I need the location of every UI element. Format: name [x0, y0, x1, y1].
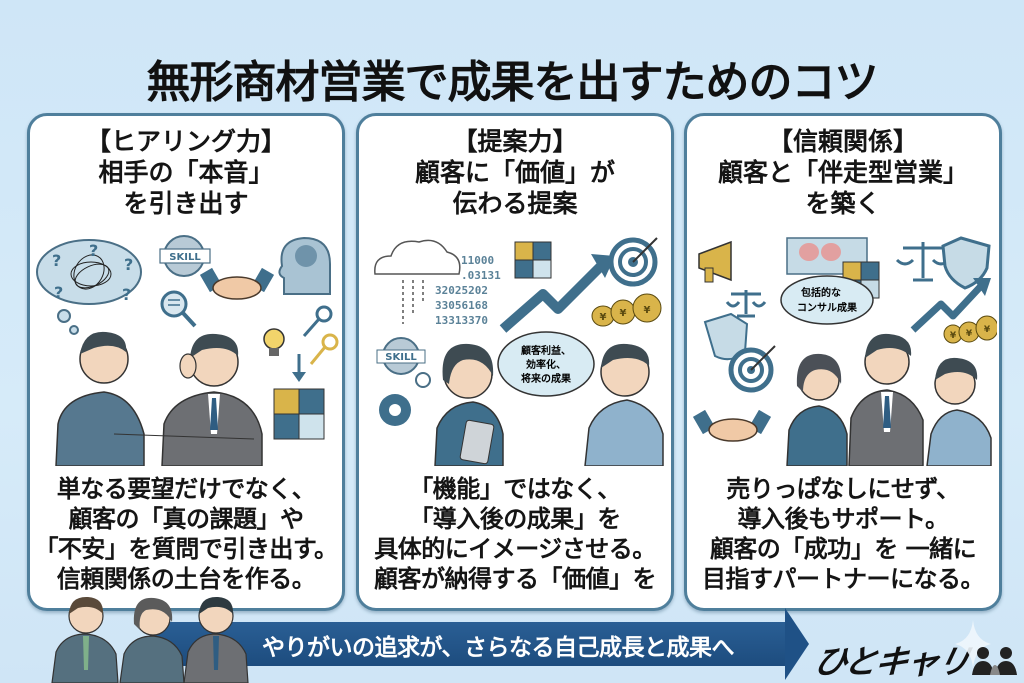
svg-text:SKILL: SKILL	[385, 352, 417, 363]
sparkle-icon	[955, 620, 991, 668]
team-people-illustration	[51, 596, 249, 683]
listener-person	[55, 331, 145, 466]
card-heading: 【提案力】 顧客に「価値」が 伝わる提案	[359, 126, 671, 219]
card-heading-line: 顧客と「伴走型営業」	[717, 158, 968, 187]
target-icon	[608, 237, 658, 287]
megaphone-icon	[698, 240, 732, 283]
card-heading-line: を引き出す	[123, 189, 249, 218]
client-person	[926, 357, 992, 466]
banner-arrow-head-icon	[785, 608, 809, 680]
svg-text:11000: 11000	[461, 254, 494, 267]
target-icon	[728, 345, 776, 393]
svg-text:¥: ¥	[950, 331, 957, 341]
svg-text:将来の成果: 将来の成果	[521, 372, 572, 385]
svg-text:包括的な: 包括的な	[801, 286, 841, 299]
card-heading: 【ヒアリング力】 相手の「本音」 を引き出す	[30, 126, 342, 219]
svg-text:効率化、: 効率化、	[526, 358, 566, 371]
banner-text: やりがいの追求が、さらなる自己成長と成果へ	[262, 635, 735, 661]
card-description-line: 顧客が納得する「価値」を	[374, 565, 657, 593]
woman-person	[786, 353, 848, 466]
key-icon	[302, 305, 339, 365]
page-title: 無形商材営業で成果を出すためのコツ	[146, 57, 879, 108]
puzzle-icon	[514, 241, 552, 279]
growth-arrow-icon	[910, 278, 991, 333]
card-proposal: 【提案力】 顧客に「価値」が 伝わる提案 11000 .03131 320252…	[356, 113, 674, 611]
brain-head-icon	[278, 236, 331, 295]
banner-arrow-body	[150, 622, 790, 666]
svg-text:¥: ¥	[966, 329, 973, 339]
shield-icon	[703, 236, 991, 361]
yen-bag-icon: ¥ ¥ ¥	[943, 315, 997, 344]
gear-icon	[379, 394, 411, 426]
svg-text:¥: ¥	[600, 312, 607, 323]
card-heading-line: 伝わる提案	[452, 189, 578, 218]
puzzle-icon	[273, 388, 325, 440]
svg-text:13313370: 13313370	[435, 314, 488, 327]
card-description-line: 「不安」を質問で引き出す。	[34, 535, 338, 563]
manager-person	[848, 333, 924, 466]
svg-text:SKILL: SKILL	[169, 252, 201, 263]
skill-gear-icon: SKILL	[159, 235, 211, 277]
svg-text:?: ?	[54, 283, 63, 302]
cloud-icon	[374, 239, 461, 324]
handshake-icon	[692, 409, 772, 442]
card-description-line: 「機能」ではなく、	[409, 475, 621, 503]
card-heading-line: を築く	[805, 189, 881, 218]
lightbulb-icon	[263, 328, 285, 356]
svg-text:?: ?	[52, 251, 61, 270]
svg-text:顧客利益、: 顧客利益、	[521, 344, 571, 357]
skill-gear-icon: SKILL	[376, 337, 431, 388]
speech-bubble: 顧客利益、 効率化、 将来の成果	[497, 331, 595, 397]
card-description-line: 顧客の「成功」を 一緒に	[709, 535, 977, 563]
magnifier-icon	[160, 290, 197, 328]
svg-text:¥: ¥	[620, 308, 627, 319]
svg-text:?: ?	[124, 255, 133, 274]
scales-icon	[725, 242, 951, 318]
card-description-line: 「導入後の成果」を	[409, 505, 621, 533]
card-description-line: 目指すパートナーになる。	[702, 565, 985, 593]
card-heading-line: 相手の「本音」	[98, 158, 274, 187]
card-description-line: 売りっぱなしにせず、	[726, 475, 960, 503]
handshake-icon	[199, 267, 275, 300]
svg-text:コンサル成果: コンサル成果	[797, 301, 858, 314]
card-description-line: 具体的にイメージさせる。	[374, 535, 656, 563]
card-heading: 【信頼関係】 顧客と「伴走型営業」 を築く	[687, 126, 999, 219]
brand-logo: ひとキャリ	[810, 642, 973, 681]
svg-text:32025202: 32025202	[435, 284, 488, 297]
svg-text:33056168: 33056168	[435, 299, 488, 312]
card-description: 売りっぱなしにせず、 導入後もサポート。 顧客の「成功」を 一緒に 目指すパート…	[687, 474, 999, 594]
speech-bubble: 包括的な コンサル成果	[780, 275, 874, 325]
person-left	[51, 596, 119, 683]
card-trust: 【信頼関係】 顧客と「伴走型営業」 を築く	[684, 113, 1002, 611]
card-hearing: 【ヒアリング力】 相手の「本音」 を引き出す ? ? ? ? ? SKILL	[27, 113, 345, 611]
svg-text:¥: ¥	[644, 305, 651, 316]
card-heading-line: 【信頼関係】	[767, 127, 918, 156]
thought-bubble-question-icon: ? ? ? ? ?	[36, 239, 142, 335]
trust-illustration: 包括的な コンサル成果 ¥ ¥ ¥	[692, 236, 997, 466]
hearing-illustration: ? ? ? ? ? SKILL	[36, 235, 339, 466]
card-heading-line: 【ヒアリング力】	[85, 127, 286, 156]
svg-text:¥: ¥	[984, 325, 991, 335]
svg-text:?: ?	[122, 285, 131, 304]
card-description-line: 顧客の「真の課題」や	[68, 505, 305, 533]
card-description-line: 信頼関係の土台を作る。	[56, 565, 316, 593]
person-middle	[119, 597, 185, 683]
presenter-person	[434, 343, 504, 466]
yen-bag-icon: ¥ ¥ ¥	[591, 293, 662, 327]
card-description-line: 導入後もサポート。	[737, 505, 949, 533]
card-description: 「機能」ではなく、 「導入後の成果」を 具体的にイメージさせる。 顧客が納得する…	[359, 474, 671, 594]
data-numbers: 11000 .03131 32025202 33056168 13313370	[435, 254, 501, 327]
speaker-person	[161, 333, 263, 466]
card-description-line: 単なる要望だけでなく、	[56, 475, 316, 503]
card-heading-line: 顧客に「価値」が	[414, 158, 615, 187]
client-person	[584, 343, 664, 466]
card-description: 単なる要望だけでなく、 顧客の「真の課題」や 「不安」を質問で引き出す。 信頼関…	[30, 474, 342, 594]
proposal-illustration: 11000 .03131 32025202 33056168 13313370	[374, 237, 664, 466]
card-heading-line: 【提案力】	[452, 127, 578, 156]
svg-text:?: ?	[89, 241, 98, 260]
svg-text:.03131: .03131	[461, 269, 501, 282]
person-right	[183, 596, 249, 683]
people-icon	[972, 647, 1017, 675]
